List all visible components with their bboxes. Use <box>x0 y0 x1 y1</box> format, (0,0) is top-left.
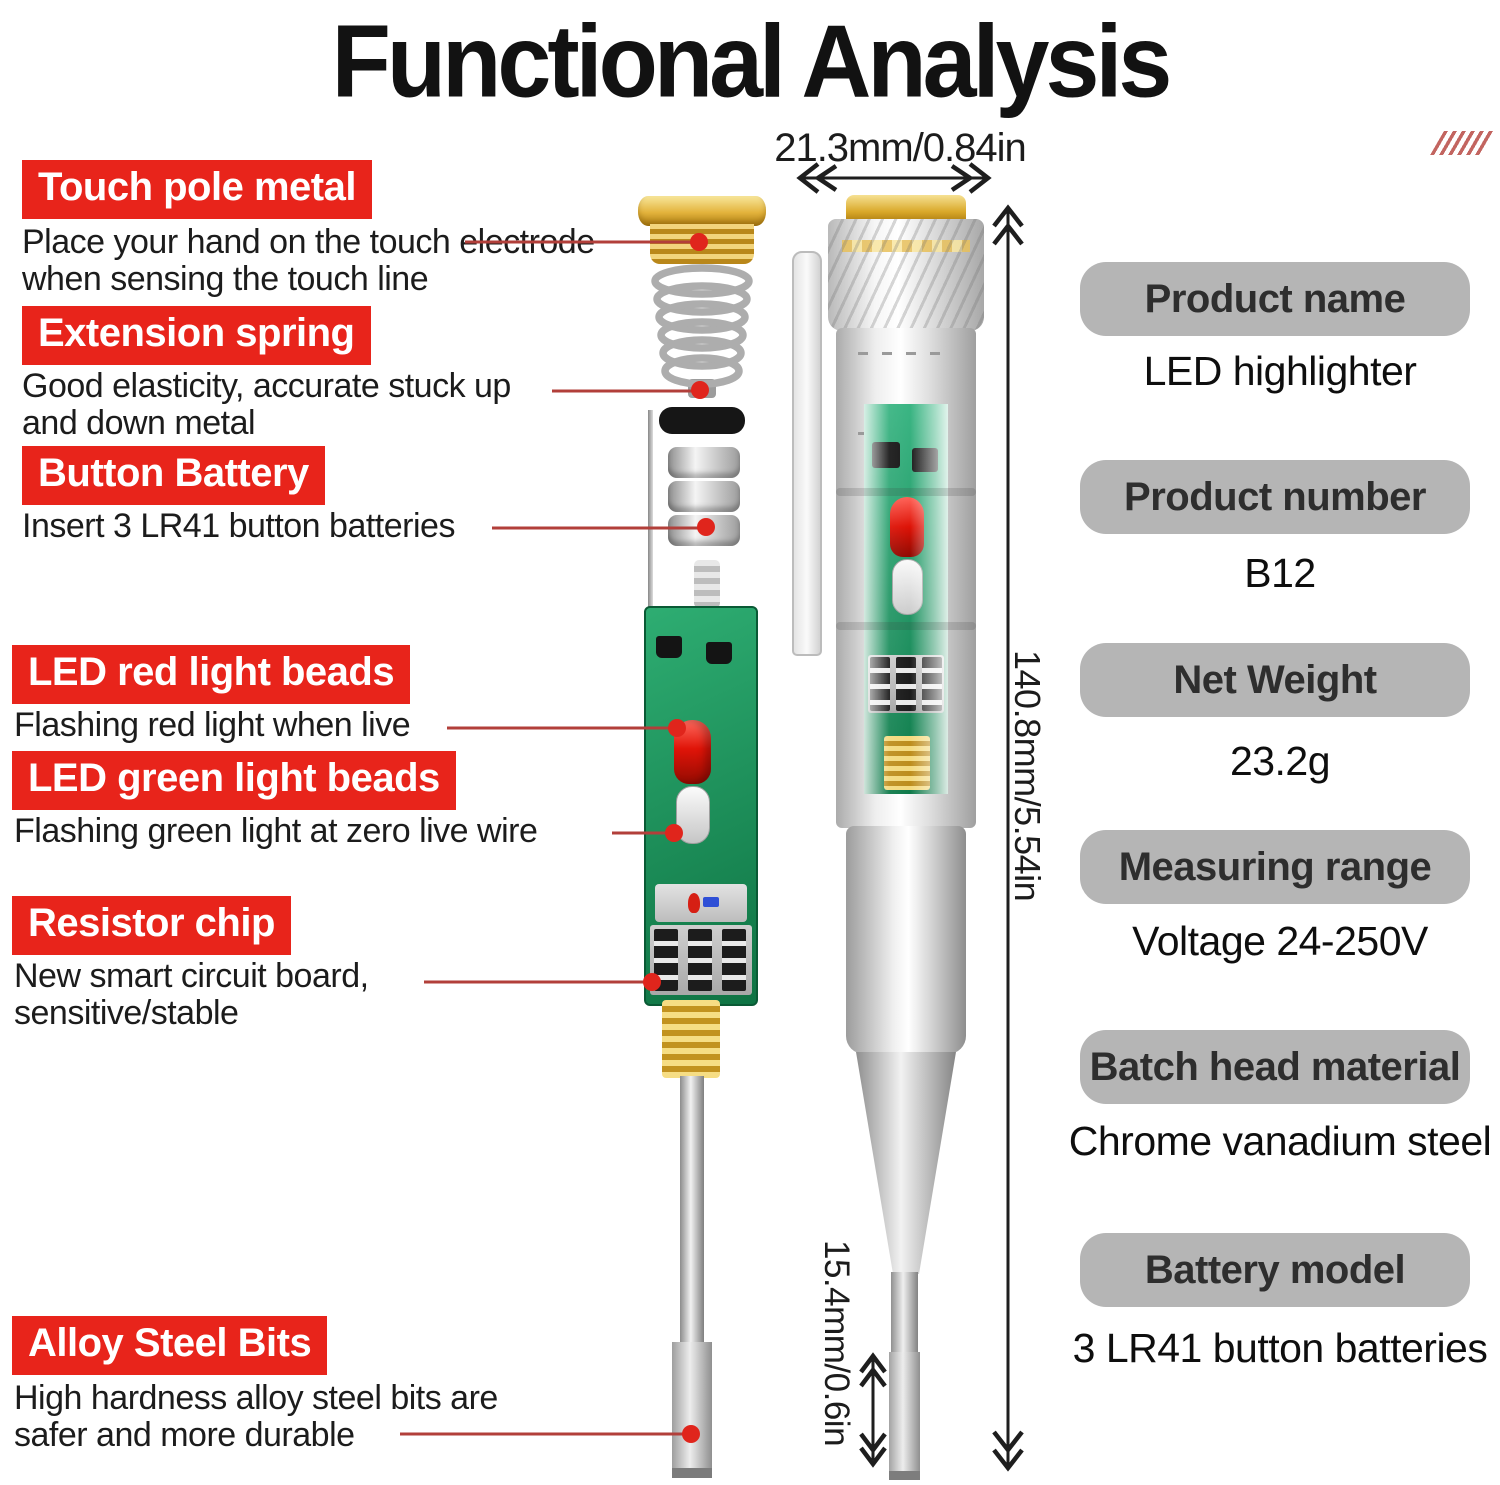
smd-resistor-3 <box>722 929 746 991</box>
body-seam-1 <box>836 488 976 496</box>
callout-touch-pole-metal-desc: Place your hand on the touch electrode w… <box>22 223 595 299</box>
callout-button-battery: Button Battery <box>22 446 325 505</box>
spec-value-product-name: LED highlighter <box>1143 348 1417 394</box>
assembled-gold-ring <box>842 240 970 252</box>
black-seal-ring <box>659 407 745 434</box>
green-led-bulb <box>676 786 710 844</box>
callout-led-green-beads-desc: Flashing green light at zero live wire <box>14 812 538 850</box>
probe-wire-rod <box>648 410 653 708</box>
callout-resistor-chip-desc: New smart circuit board, sensitive/stabl… <box>14 957 369 1033</box>
assembled-gold-cap <box>846 195 966 223</box>
spec-value-product-number: B12 <box>1244 550 1316 596</box>
body-tick-marks-1 <box>858 352 954 355</box>
component-band <box>655 884 747 922</box>
touch-cap-gold-threads <box>650 224 754 264</box>
callout-button-battery-desc: Insert 3 LR41 button batteries <box>22 507 455 545</box>
dimension-tip-length: 15.4mm/0.6in <box>817 1240 856 1447</box>
transistor-left <box>656 636 682 658</box>
callout-resistor-chip: Resistor chip <box>12 896 291 955</box>
callout-touch-pole-metal: Touch pole metal <box>22 160 372 219</box>
assembled-probe-shaft <box>891 1272 918 1358</box>
assembled-head-thread-lines <box>828 219 984 331</box>
spec-label-product-name: Product name <box>1080 262 1470 336</box>
callout-alloy-steel-bits: Alloy Steel Bits <box>12 1316 328 1375</box>
spring-end-connector <box>688 379 716 398</box>
red-led-bead <box>674 720 711 784</box>
dimension-pen-width: 21.3mm/0.84in <box>774 126 1027 170</box>
touch-cap-gold-flange <box>638 196 766 226</box>
hatch-decoration <box>1430 131 1496 155</box>
callout-led-red-beads: LED red light beads <box>12 645 411 704</box>
window-glass-highlight <box>864 404 948 794</box>
lower-barrel <box>846 826 966 1054</box>
button-battery-1 <box>668 447 740 478</box>
callout-led-green-beads: LED green light beads <box>12 751 456 810</box>
button-battery-3 <box>668 515 740 546</box>
transistor-right <box>706 642 732 664</box>
spec-value-batch-head-material: Chrome vanadium steel <box>1068 1118 1492 1164</box>
spec-value-measuring-range: Voltage 24-250V <box>1132 918 1428 964</box>
spec-label-net-weight: Net Weight <box>1080 643 1470 717</box>
tip-dimension-arrow <box>859 1352 887 1468</box>
callout-extension-spring: Extension spring <box>22 306 371 365</box>
extension-spring-illustration <box>651 264 753 388</box>
spec-label-product-number: Product number <box>1080 460 1470 534</box>
assembled-flathead-tip <box>889 1352 920 1480</box>
small-blue-component <box>703 897 719 907</box>
callout-led-red-beads-desc: Flashing red light when live <box>14 706 411 744</box>
spec-value-battery-model: 3 LR41 button batteries <box>1072 1325 1488 1371</box>
dimension-pen-length: 140.8mm/5.54in <box>1007 650 1048 902</box>
smd-resistor-1 <box>654 929 678 991</box>
callout-extension-spring-desc: Good elasticity, accurate stuck up and d… <box>22 367 511 443</box>
spec-value-net-weight: 23.2g <box>1229 738 1331 784</box>
assembled-chrome-head <box>828 219 984 331</box>
pen-clip <box>792 251 822 656</box>
button-battery-2 <box>668 481 740 512</box>
body-seam-2 <box>836 622 976 630</box>
small-red-component <box>688 893 700 913</box>
probe-shaft <box>680 1076 704 1344</box>
spec-label-battery-model: Battery model <box>1080 1233 1470 1307</box>
flathead-tip <box>672 1342 712 1478</box>
spec-label-batch-head-material: Batch head material <box>1080 1030 1470 1104</box>
callout-alloy-steel-bits-desc: High hardness alloy steel bits are safer… <box>14 1379 498 1455</box>
taper-cone <box>856 1052 956 1274</box>
page-title: Functional Analysis <box>331 3 1173 119</box>
gold-screw-thread <box>662 1000 720 1078</box>
smd-resistor-2 <box>688 929 712 991</box>
battery-contact-post <box>694 560 720 608</box>
spec-label-measuring-range: Measuring range <box>1080 830 1470 904</box>
